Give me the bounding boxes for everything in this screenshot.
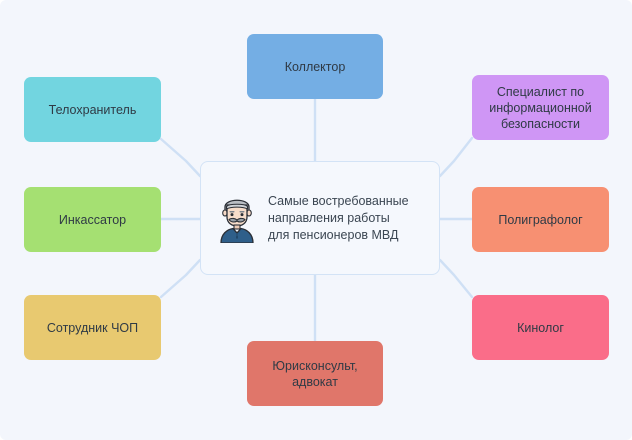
node-label: Коллектор: [284, 59, 346, 74]
node-label: Телохранитель: [48, 102, 137, 117]
node-kinolog[interactable]: Кинолог: [472, 295, 609, 360]
node-poligrafolog[interactable]: Полиграфолог: [472, 187, 609, 252]
node-label: Юрисконсульт, адвокат: [272, 358, 358, 389]
connector-hub-to-kinolog: [438, 258, 474, 299]
node-sotrudnik-chop[interactable]: Сотрудник ЧОП: [24, 295, 161, 360]
hub-title: Самые востребованные направления работы …: [268, 193, 409, 242]
hub-center-box: Самые востребованные направления работы …: [200, 161, 440, 275]
node-yuriskonsult-advokat[interactable]: Юрисконсульт, адвокат: [247, 341, 383, 406]
node-label: Кинолог: [517, 320, 564, 335]
node-kollektor[interactable]: Коллектор: [247, 34, 383, 99]
node-specialist-informacionnoy-bezopasnosti[interactable]: Специалист по информационной безопасност…: [472, 75, 609, 140]
node-label: Инкассатор: [58, 212, 127, 227]
node-label: Специалист по информационной безопасност…: [489, 84, 592, 131]
connector-hub-to-telohranitel: [159, 137, 202, 178]
node-telohranitel[interactable]: Телохранитель: [24, 77, 161, 142]
connector-hub-to-sotrudnik-chop: [159, 258, 202, 299]
node-label: Сотрудник ЧОП: [46, 320, 139, 335]
node-label: Полиграфолог: [498, 212, 583, 227]
elderly-man-avatar-icon: [220, 199, 254, 243]
connector-hub-to-specialist-ib: [438, 136, 474, 178]
node-inkassator[interactable]: Инкассатор: [24, 187, 161, 252]
